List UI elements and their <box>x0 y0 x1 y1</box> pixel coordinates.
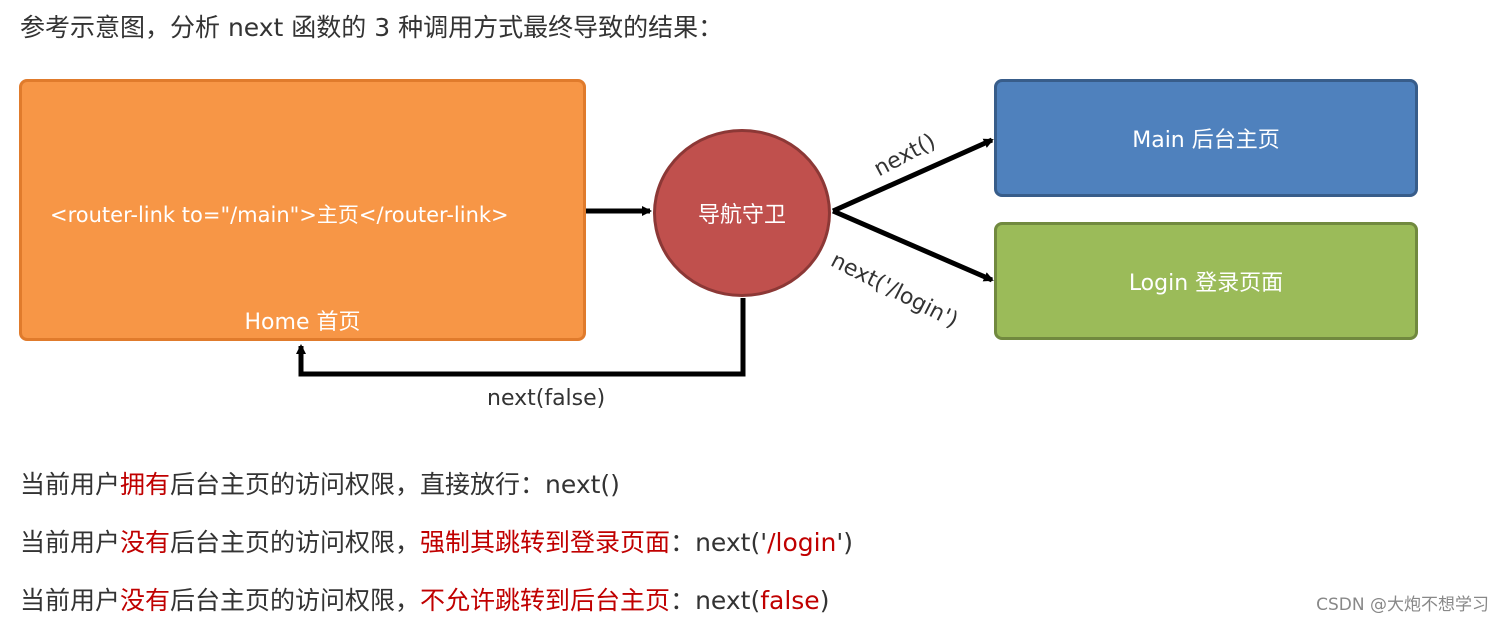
arrow-guard-to-login <box>832 208 994 283</box>
home-page-label: Home 首页 <box>244 310 361 335</box>
main-page-box: Main 后台主页 <box>994 79 1418 197</box>
navigation-guard-node: 导航守卫 <box>653 129 831 297</box>
navigation-guard-label: 导航守卫 <box>697 203 786 228</box>
arrow-guard-to-main <box>831 137 994 214</box>
login-page-box: Login 登录页面 <box>994 222 1418 340</box>
csdn-watermark: CSDN @大炮不想学习 <box>1316 595 1489 615</box>
explanation-line-1: 当前用户拥有后台主页的访问权限，直接放行：next() <box>20 470 620 499</box>
router-link-code: <router-link to="/main">主页</router-link> <box>50 203 509 227</box>
explanation-line-3: 当前用户没有后台主页的访问权限，不允许跳转到后台主页：next(false) <box>20 586 830 615</box>
page-title: 参考示意图，分析 next 函数的 3 种调用方式最终导致的结果： <box>20 13 724 42</box>
login-page-label: Login 登录页面 <box>1128 271 1284 296</box>
edge-label-next-false: next(false) <box>487 386 606 411</box>
explanation-line-2: 当前用户没有后台主页的访问权限，强制其跳转到登录页面：next('/login'… <box>20 528 854 557</box>
arrow-guard-back-to-home <box>296 298 746 377</box>
home-page-box: <router-link to="/main">主页</router-link>… <box>19 79 586 341</box>
main-page-label: Main 后台主页 <box>1132 128 1280 153</box>
